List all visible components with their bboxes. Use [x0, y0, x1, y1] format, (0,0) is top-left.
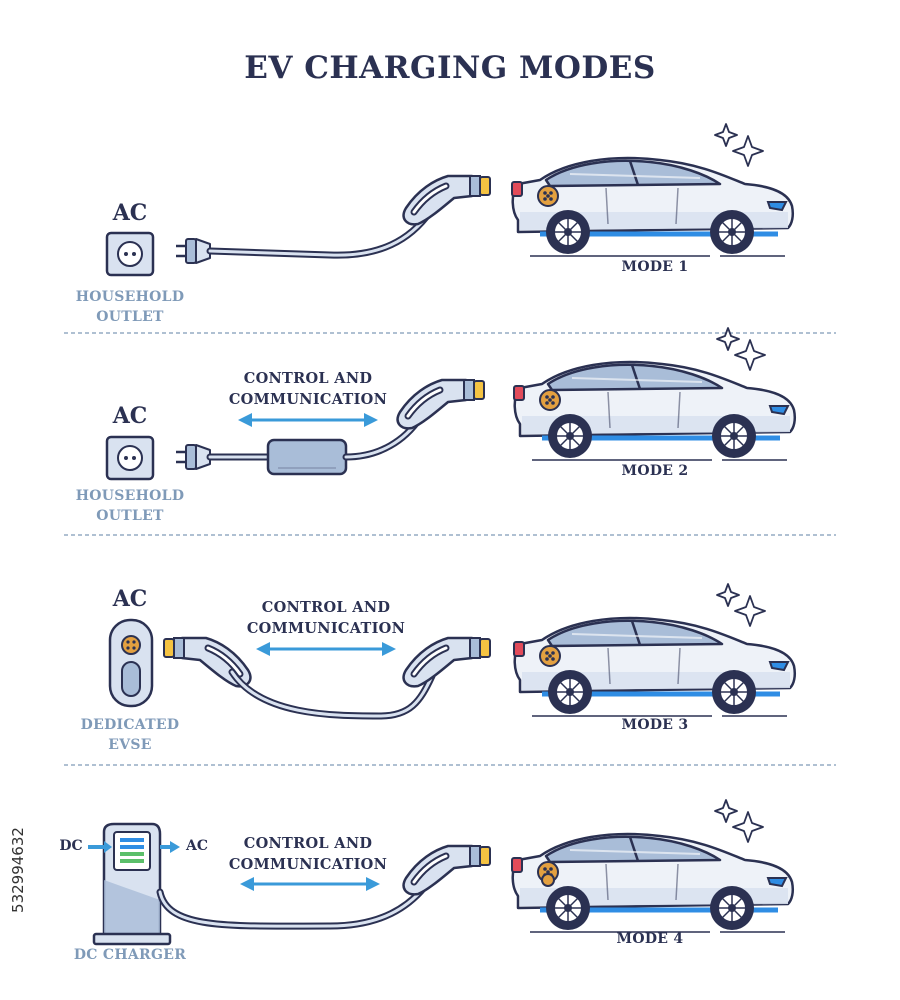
mode2-source-line1: HOUSEHOLD [75, 488, 185, 504]
mode4-row [88, 800, 793, 946]
mode4-comm-line2: COMMUNICATION [228, 856, 388, 873]
mode2-comm-line2: COMMUNICATION [228, 391, 388, 408]
mode4-comm-label: CONTROL AND COMMUNICATION [213, 833, 403, 875]
mode3-ac-label: AC [112, 586, 148, 612]
mode1-label: MODE 1 [621, 259, 689, 275]
page-title: EV CHARGING MODES [244, 50, 656, 86]
mode2-comm-line1: CONTROL AND [243, 370, 373, 387]
mode2-source-label: HOUSEHOLD OUTLET [60, 486, 200, 526]
mode3-row [108, 584, 795, 720]
mode2-ac-label: AC [112, 403, 148, 429]
watermark-id: 532994632 [4, 760, 32, 980]
mode4-label: MODE 4 [616, 931, 684, 947]
mode1-row [105, 124, 793, 277]
mode3-source-line1: DEDICATED [80, 717, 180, 733]
mode2-label: MODE 2 [621, 463, 689, 479]
mode3-comm-line2: COMMUNICATION [246, 620, 406, 637]
mode2-source-line2: OUTLET [96, 508, 164, 524]
mode1-ac-label: AC [112, 200, 148, 226]
mode3-comm-line1: CONTROL AND [261, 599, 391, 616]
mode1-source-line1: HOUSEHOLD [75, 289, 185, 305]
watermark-text: 532994632 [9, 827, 27, 913]
mode3-label: MODE 3 [621, 717, 689, 733]
mode4-comm-line1: CONTROL AND [243, 835, 373, 852]
mode3-comm-label: CONTROL AND COMMUNICATION [231, 597, 421, 639]
mode1-source-label: HOUSEHOLD OUTLET [60, 287, 200, 327]
mode3-source-line2: EVSE [108, 737, 152, 753]
mode4-ac-label: AC [185, 838, 208, 854]
mode3-source-label: DEDICATED EVSE [60, 715, 200, 755]
mode4-dc-label: DC [59, 838, 83, 854]
mode1-source-line2: OUTLET [96, 309, 164, 325]
mode2-row [105, 328, 795, 481]
mode2-comm-label: CONTROL AND COMMUNICATION [213, 368, 403, 410]
mode4-source-label: DC CHARGER [73, 947, 187, 963]
